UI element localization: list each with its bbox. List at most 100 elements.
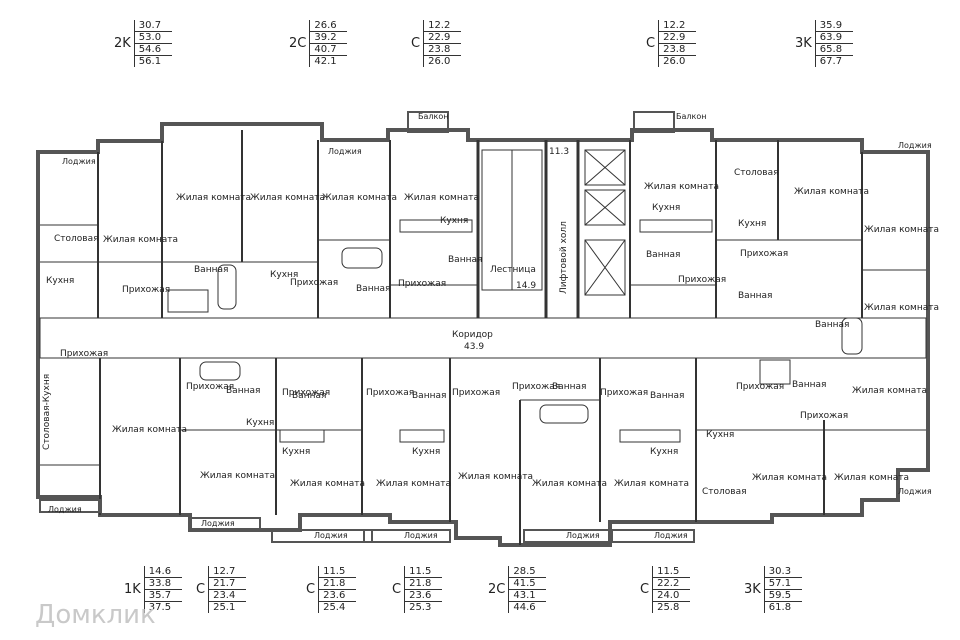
lift-hall-label: Лифтовой холл bbox=[559, 221, 569, 294]
apartment-legend-c-bottom-1: C 12.7 21.7 23.4 25.1 bbox=[196, 566, 247, 613]
room-label: Столовая bbox=[702, 487, 747, 497]
area-table: 11.5 21.8 23.6 25.3 bbox=[404, 566, 443, 613]
room-label: Жилая комната bbox=[290, 479, 365, 489]
apartment-type: 2K bbox=[114, 36, 131, 51]
room-label: Столовая-Кухня bbox=[42, 374, 52, 450]
area-value: 35.7 bbox=[144, 589, 182, 602]
apartment-legend-2c-bottom: 2C 28.5 41.5 43.1 44.6 bbox=[488, 566, 547, 613]
outer-wall bbox=[36, 122, 930, 547]
room-label: Лоджия bbox=[566, 531, 600, 540]
room-label: Жилая комната bbox=[794, 187, 869, 197]
room-label: Ванная bbox=[226, 386, 260, 396]
area-value: 12.2 bbox=[423, 20, 462, 32]
apartment-legend-c-bottom-3: C 11.5 21.8 23.6 25.3 bbox=[392, 566, 443, 613]
area-table: 35.9 63.9 65.8 67.7 bbox=[814, 20, 853, 67]
area-table: 30.3 57.1 59.5 61.8 bbox=[763, 566, 802, 613]
apartment-type: 2C bbox=[289, 36, 307, 51]
room-label: Прихожая bbox=[600, 388, 648, 398]
lift-shaft bbox=[584, 189, 626, 226]
apartment-type: C bbox=[646, 36, 656, 51]
area-value: 23.8 bbox=[423, 43, 462, 56]
room-label: Прихожая bbox=[740, 249, 788, 259]
room-label: Жилая комната bbox=[322, 193, 397, 203]
lift-hall-area: 11.3 bbox=[549, 147, 569, 157]
apartment-type: C bbox=[392, 582, 402, 597]
room-label: Жилая комната bbox=[103, 235, 178, 245]
area-table: 28.5 41.5 43.1 44.6 bbox=[508, 566, 547, 613]
room-label: Ванная bbox=[292, 391, 326, 401]
room-label: Лоджия bbox=[201, 519, 235, 528]
stair-label: Лестница bbox=[490, 265, 536, 275]
room-label: Кухня bbox=[46, 276, 74, 286]
area-value: 22.2 bbox=[652, 577, 691, 590]
apartment-type: 2C bbox=[488, 582, 506, 597]
area-value: 30.3 bbox=[764, 566, 802, 578]
room-label: Балкон bbox=[676, 112, 706, 121]
room-label: Жилая комната bbox=[376, 479, 451, 489]
room-label: Жилая комната bbox=[644, 182, 719, 192]
balcony bbox=[633, 111, 675, 133]
lift-shaft bbox=[584, 149, 626, 186]
corridor bbox=[39, 317, 927, 359]
area-value: 63.9 bbox=[815, 31, 853, 44]
room-label: Прихожая bbox=[736, 382, 784, 392]
room-label: Кухня bbox=[650, 447, 678, 457]
room-label: Жилая комната bbox=[458, 472, 533, 482]
room-label: Столовая bbox=[734, 168, 779, 178]
area-value: 37.5 bbox=[148, 602, 172, 613]
corridor-label: Коридор bbox=[452, 330, 493, 340]
area-value: 28.5 bbox=[508, 566, 547, 578]
room-label: Ванная bbox=[792, 380, 826, 390]
room-label: Жилая комната bbox=[112, 425, 187, 435]
room-label: Жилая комната bbox=[614, 479, 689, 489]
area-value: 25.8 bbox=[657, 602, 680, 613]
area-value: 35.9 bbox=[815, 20, 853, 32]
room-label: Ванная bbox=[738, 291, 772, 301]
room-label: Жилая комната bbox=[752, 473, 827, 483]
room-label: Лоджия bbox=[404, 531, 438, 540]
room-label: Жилая комната bbox=[834, 473, 909, 483]
room-label: Прихожая bbox=[512, 382, 560, 392]
loggia bbox=[271, 529, 373, 543]
area-value: 25.1 bbox=[213, 602, 236, 613]
area-value: 21.7 bbox=[208, 577, 247, 590]
room-label: Прихожая bbox=[60, 349, 108, 359]
room-label: Жилая комната bbox=[176, 193, 251, 203]
room-label: Жилая комната bbox=[532, 479, 607, 489]
apartment-legend-c-bottom-4: C 11.5 22.2 24.0 25.8 bbox=[640, 566, 691, 613]
area-value: 40.7 bbox=[309, 43, 348, 56]
area-value: 11.5 bbox=[652, 566, 691, 578]
area-table: 11.5 22.2 24.0 25.8 bbox=[652, 566, 691, 613]
apartment-type: C bbox=[411, 36, 421, 51]
room-label: Кухня bbox=[246, 418, 274, 428]
room-label: Кухня bbox=[440, 216, 468, 226]
area-value: 11.5 bbox=[318, 566, 357, 578]
area-value: 65.8 bbox=[815, 43, 853, 56]
area-value: 22.9 bbox=[658, 31, 697, 44]
area-value: 42.1 bbox=[314, 56, 337, 67]
room-label: Жилая комната bbox=[852, 386, 927, 396]
apartment-type: 3K bbox=[744, 582, 761, 597]
room-label: Лоджия bbox=[62, 157, 96, 166]
area-table: 12.7 21.7 23.4 25.1 bbox=[208, 566, 247, 613]
apartment-type: 3K bbox=[795, 36, 812, 51]
area-value: 21.8 bbox=[404, 577, 443, 590]
room-label: Прихожая bbox=[122, 285, 170, 295]
room-label: Прихожая bbox=[282, 388, 330, 398]
room-label: Ванная bbox=[448, 255, 482, 265]
corridor-area: 43.9 bbox=[464, 342, 484, 352]
room-label: Жилая комната bbox=[200, 471, 275, 481]
area-value: 21.8 bbox=[318, 577, 357, 590]
room-label: Прихожая bbox=[678, 275, 726, 285]
room-label: Балкон bbox=[418, 112, 448, 121]
area-value: 41.5 bbox=[508, 577, 547, 590]
area-value: 11.5 bbox=[404, 566, 443, 578]
area-value: 67.7 bbox=[819, 56, 843, 67]
room-label: Лоджия bbox=[898, 141, 932, 150]
area-value: 23.6 bbox=[404, 589, 443, 602]
area-table: 12.2 22.9 23.8 26.0 bbox=[658, 20, 697, 67]
room-label: Кухня bbox=[412, 447, 440, 457]
area-table: 30.7 53.0 54.6 56.1 bbox=[133, 20, 172, 67]
apartment-type: C bbox=[640, 582, 650, 597]
